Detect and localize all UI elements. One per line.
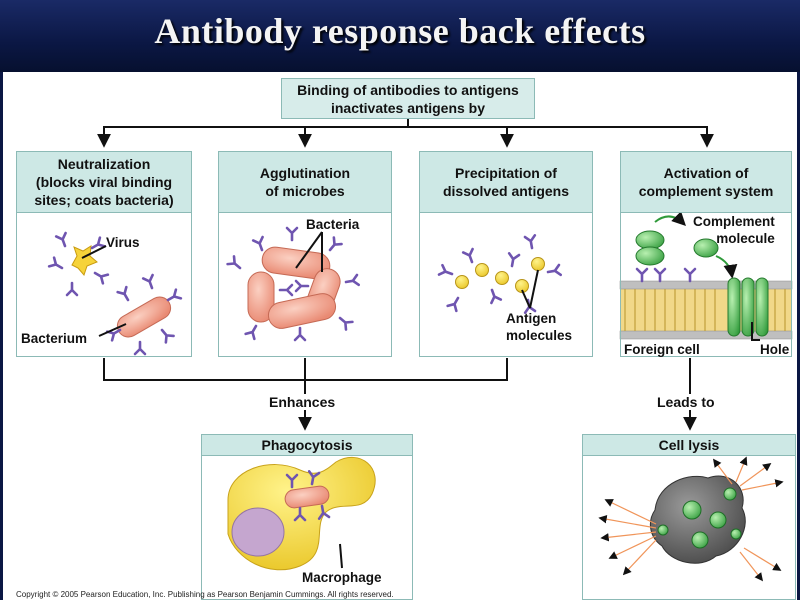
precipitation-header: Precipitation of dissolved antigens (419, 151, 593, 213)
agglutination-illustration (226, 226, 360, 342)
cell-lysis-header: Cell lysis (582, 434, 796, 456)
top-connector (97, 117, 714, 148)
precipitation-panel (419, 212, 593, 357)
foreign-cell-label: Foreign cell (624, 342, 700, 357)
complement-illustration (619, 211, 793, 341)
agglutination-header: Agglutination of microbes (218, 151, 392, 213)
hole-label: Hole (760, 342, 790, 357)
complement-molecule-label: Complement molecule (693, 214, 775, 246)
cell-lysis-panel (582, 455, 796, 600)
top-box: Binding of antibodies to antigens inacti… (281, 78, 535, 119)
virus-label: Virus (106, 235, 140, 250)
title-bar: Antibody response back effects (0, 0, 800, 72)
bacteria-label: Bacteria (306, 217, 360, 232)
neutralization-panel (16, 212, 192, 357)
slide-title: Antibody response back effects (154, 11, 646, 51)
macrophage-label: Macrophage (302, 570, 382, 585)
complement-header: Activation of complement system (620, 151, 792, 213)
enhances-connector (103, 358, 508, 431)
leads-to-label: Leads to (654, 394, 718, 410)
neutralization-illustration (47, 231, 183, 356)
enhances-label: Enhances (266, 394, 339, 410)
antigen-molecules-label: Antigen molecules (506, 311, 573, 343)
copyright-text: Copyright © 2005 Pearson Education, Inc.… (16, 590, 394, 599)
cell-lysis-illustration (598, 456, 784, 582)
complement-panel (620, 212, 792, 357)
bacterium-label: Bacterium (21, 331, 88, 346)
neutralization-header: Neutralization (blocks viral binding sit… (16, 151, 192, 213)
phagocytosis-header: Phagocytosis (201, 434, 413, 456)
agglutination-panel (218, 212, 392, 357)
phagocytosis-illustration (227, 456, 376, 571)
precipitation-illustration (437, 234, 562, 314)
